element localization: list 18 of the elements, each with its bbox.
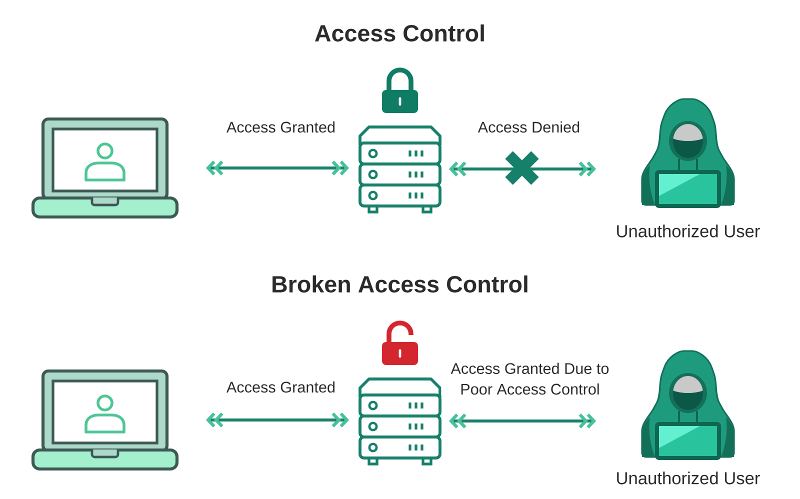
edge-label: Access Denied — [476, 120, 582, 134]
edge-label: Access Granted — [225, 120, 337, 134]
hooded-figure-illustration — [641, 98, 735, 208]
double-headed-arrow — [448, 161, 596, 177]
edge-label: Access Granted Due to Poor Access Control — [441, 352, 619, 396]
heading: Access Control — [315, 24, 484, 42]
double-headed-arrow — [206, 412, 350, 428]
double-headed-arrow — [206, 160, 350, 176]
edge-label: Access Granted — [225, 380, 337, 394]
server-illustration — [358, 126, 442, 214]
node-label: Unauthorized User — [617, 224, 760, 238]
hooded-figure-illustration — [641, 350, 735, 460]
laptop-illustration — [31, 117, 179, 219]
double-headed-arrow — [448, 412, 596, 429]
server-illustration — [358, 378, 442, 466]
laptop-illustration — [31, 369, 179, 471]
node-label: Unauthorized User — [617, 472, 760, 484]
heading: Broken Access Control — [272, 275, 528, 293]
